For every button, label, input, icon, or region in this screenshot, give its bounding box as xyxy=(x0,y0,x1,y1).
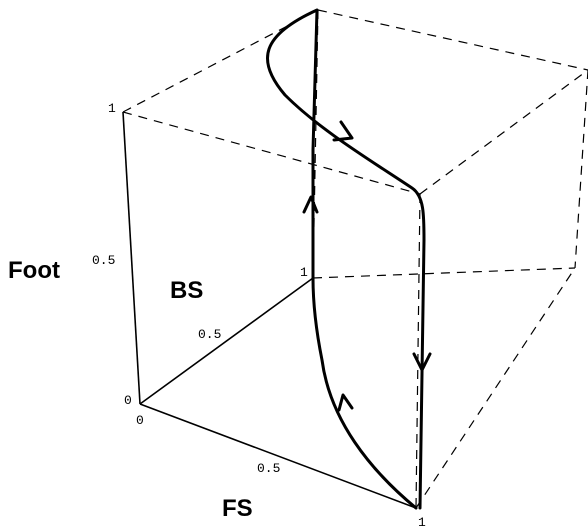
arrow-head-lower-left xyxy=(337,393,354,412)
tick-y-mid: 0.5 xyxy=(198,327,221,342)
edge-top-front-right xyxy=(419,69,588,195)
edge-front-vertical xyxy=(415,193,421,509)
z-axis-line xyxy=(122,111,141,405)
edge-top-front-left xyxy=(122,111,421,195)
tick-origin-z: 0 xyxy=(124,393,132,408)
edge-back-bottom-right xyxy=(312,267,576,279)
y-axis-line xyxy=(139,277,314,405)
trajectory xyxy=(266,8,432,510)
trajectory-curve xyxy=(266,8,426,510)
tick-origin-x: 0 xyxy=(136,413,144,428)
edge-top-back-right xyxy=(317,9,588,71)
arrow-head-right xyxy=(412,352,432,372)
axis-label-bs: BS xyxy=(170,277,203,304)
edge-bottom-front-right xyxy=(415,267,576,509)
tick-z-max: 1 xyxy=(108,101,116,116)
arrow-head-top xyxy=(332,120,354,142)
arrow-head-upper-left xyxy=(302,195,319,214)
tick-x-mid: 0.5 xyxy=(257,461,280,476)
tick-x-max: 1 xyxy=(418,515,426,530)
axis-label-fs: FS xyxy=(222,495,253,522)
cube-solid-edges xyxy=(122,111,417,509)
cube-dashed-edges xyxy=(122,9,588,509)
x-axis-line xyxy=(139,403,417,509)
tick-y-max: 1 xyxy=(300,265,308,280)
edge-back-vertical xyxy=(312,9,319,279)
edge-right-vertical xyxy=(574,69,588,269)
axis-label-foot: Foot xyxy=(8,257,60,284)
tick-z-mid: 0.5 xyxy=(92,253,115,268)
